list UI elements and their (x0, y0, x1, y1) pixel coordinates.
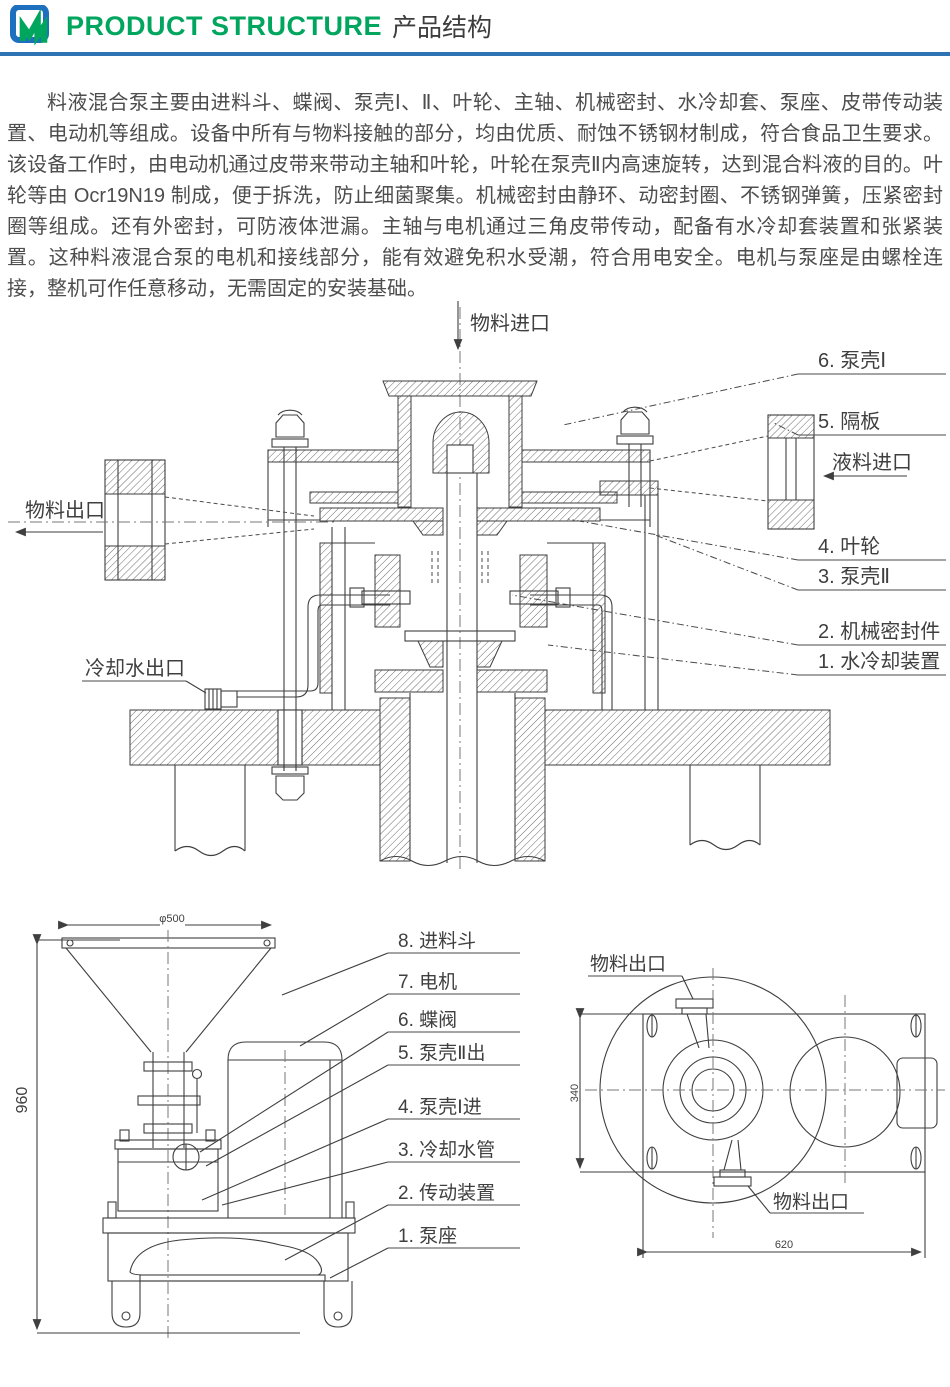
callout-transmission: 2. 传动装置 (284, 1182, 520, 1261)
callout-motor: 7. 电机 (299, 971, 520, 1047)
label-water-cooling-device: 1. 水冷却装置 (818, 650, 940, 673)
main-cross-section-diagram: 物料进口 (8, 301, 946, 870)
page-header: PRODUCT STRUCTURE 产品结构 (0, 0, 950, 52)
callout-pump-casing-1: 6. 泵壳Ⅰ (562, 349, 946, 426)
callout-partition: 5. 隔板 (771, 410, 946, 436)
callout-water-cooling-device: 1. 水冷却装置 (547, 644, 946, 676)
label-material-inlet: 物料进口 (470, 312, 550, 335)
label-feed-hopper: 8. 进料斗 (398, 930, 476, 952)
callout-cooling-pipe: 3. 冷却水管 (221, 1139, 520, 1206)
callout-casing1-inlet: 4. 泵壳Ⅰ进 (201, 1096, 520, 1201)
bottom-diagrams: φ500 (14, 913, 945, 1340)
callout-butterfly-valve: 6. 蝶阀 (199, 1009, 520, 1153)
label-partition: 5. 隔板 (818, 410, 880, 433)
dim-620: 620 (775, 1239, 793, 1251)
side-view-diagram: φ500 (14, 913, 520, 1340)
brand-logo-icon (10, 5, 49, 46)
page-title-zh: 产品结构 (392, 14, 493, 42)
label-casing1-inlet: 4. 泵壳Ⅰ进 (398, 1096, 482, 1118)
callout-outlet-top: 物料出口 (588, 953, 694, 1000)
dim-340: 340 (569, 1084, 581, 1102)
label-impeller: 4. 叶轮 (818, 535, 880, 558)
label-motor: 7. 电机 (398, 971, 457, 993)
label-cooling-water-outlet: 冷却水出口 (85, 657, 185, 680)
callout-pump-base: 1. 泵座 (329, 1225, 520, 1279)
dim-phi500: φ500 (159, 913, 185, 925)
motor-outline (227, 1041, 343, 1218)
label-butterfly-valve: 6. 蝶阀 (398, 1009, 457, 1031)
callout-feed-hopper: 8. 进料斗 (281, 930, 520, 996)
page-title-en: PRODUCT STRUCTURE (66, 10, 382, 41)
label-mechanical-seal: 2. 机械密封件 (818, 620, 940, 643)
label-pump-base: 1. 泵座 (398, 1225, 457, 1247)
callout-casing2-outlet: 5. 泵壳Ⅱ出 (205, 1042, 520, 1167)
callout-mechanical-seal: 2. 机械密封件 (511, 594, 946, 646)
label-outlet-top: 物料出口 (590, 953, 666, 975)
callout-impeller: 4. 叶轮 (567, 518, 946, 561)
product-description: 料液混合泵主要由进料斗、蝶阀、泵壳Ⅰ、Ⅱ、叶轮、主轴、机械密封、水冷却套、泵座、… (7, 92, 943, 300)
label-outlet-bottom: 物料出口 (773, 1191, 849, 1213)
label-transmission: 2. 传动装置 (398, 1182, 495, 1204)
label-cooling-pipe: 3. 冷却水管 (398, 1139, 495, 1161)
callout-pump-casing-2: 3. 泵壳Ⅱ (654, 534, 946, 591)
label-material-outlet: 物料出口 (25, 499, 105, 522)
label-casing2-outlet: 5. 泵壳Ⅱ出 (398, 1042, 485, 1064)
callout-outlet-bottom: 物料出口 (747, 1185, 864, 1214)
label-pump-casing-2: 3. 泵壳Ⅱ (818, 565, 890, 588)
top-view-diagram: 物料出口 物料出口 340 620 (569, 953, 945, 1258)
label-liquid-inlet: 液料进口 (832, 451, 912, 474)
dim-960: 960 (14, 1087, 31, 1114)
label-pump-casing-1: 6. 泵壳Ⅰ (818, 349, 886, 372)
header-divider (0, 52, 950, 56)
